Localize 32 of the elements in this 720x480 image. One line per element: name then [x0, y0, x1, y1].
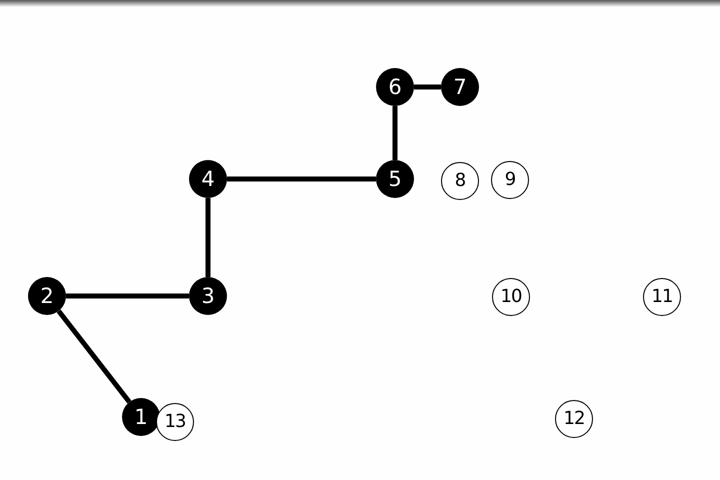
filled-node-circle — [28, 277, 66, 315]
node-number: 3 — [201, 286, 215, 306]
filled-node-circle — [441, 68, 479, 106]
outlined-node-circle — [643, 278, 681, 316]
outlined-node-circle — [491, 161, 529, 199]
node-number: 6 — [388, 76, 402, 98]
outlined-node-circle — [555, 400, 593, 438]
connector-line — [414, 84, 441, 90]
node-number: 2 — [40, 286, 54, 306]
node-number: 7 — [453, 76, 467, 98]
node-number: 12 — [564, 410, 584, 428]
node-number: 9 — [504, 171, 516, 189]
outlined-node-circle — [492, 278, 530, 316]
node-number: 13 — [164, 413, 186, 431]
filled-node-circle — [376, 68, 414, 106]
node-number: 1 — [134, 406, 148, 428]
connector-line — [66, 294, 189, 298]
node-number: 5 — [388, 168, 402, 190]
connector-line — [392, 106, 398, 160]
filled-node-circle — [376, 160, 414, 198]
node-number: 4 — [201, 168, 215, 190]
node-number: 10 — [500, 288, 522, 306]
outlined-node-circle — [441, 162, 479, 200]
connector-line — [227, 176, 376, 182]
connector-line — [56, 309, 132, 404]
node-number: 8 — [454, 172, 466, 190]
filled-node-circle — [189, 277, 227, 315]
connector-line — [206, 198, 210, 277]
outlined-node-circle — [156, 403, 194, 441]
filled-node-circle — [189, 160, 227, 198]
node-number: 11 — [652, 288, 672, 306]
filled-node-circle — [122, 398, 160, 436]
